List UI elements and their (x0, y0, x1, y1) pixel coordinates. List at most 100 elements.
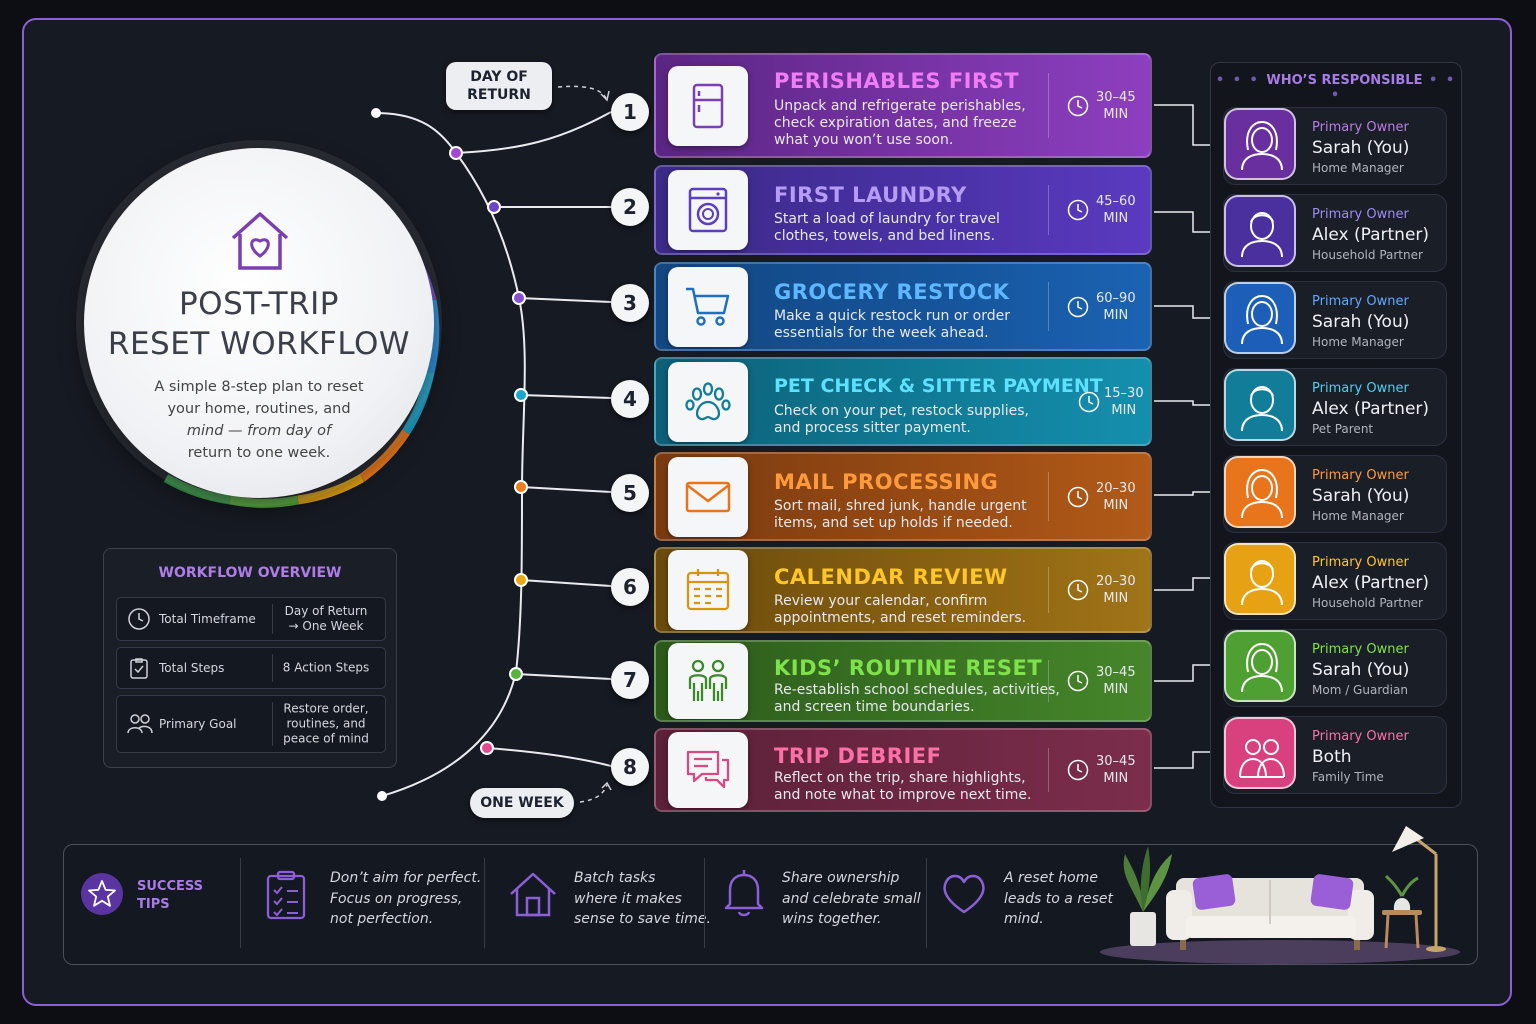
step-title: PERISHABLES FIRST (774, 69, 1020, 93)
step-description: Unpack and refrigerate perishables,check… (774, 98, 1026, 148)
timeline-dot-7 (509, 667, 523, 681)
tip-1: Don’t aim for perfect.Focus on progress,… (330, 870, 482, 927)
overview-row-goal: Primary Goal Restore order,routines, and… (116, 695, 386, 753)
owner-card-2[interactable]: Primary Owner Alex (Partner) Household P… (1223, 194, 1447, 272)
owner-card-5[interactable]: Primary Owner Sarah (You) Home Manager (1223, 455, 1447, 533)
timeline-dot-1 (449, 146, 463, 160)
step-number-4: 4 (611, 380, 649, 418)
owner-card-4[interactable]: Primary Owner Alex (Partner) Pet Parent (1223, 368, 1447, 446)
step-card-kids[interactable]: KIDS’ ROUTINE RESET Re-establish school … (654, 640, 1152, 722)
paw-icon (685, 381, 731, 420)
step-number-7: 7 (611, 661, 649, 699)
avatar-man (1224, 195, 1296, 267)
checklist-icon (266, 870, 306, 920)
clock-icon (1067, 579, 1089, 601)
owner-card-1[interactable]: Primary Owner Sarah (You) Home Manager (1223, 107, 1447, 185)
washer-icon (688, 187, 728, 233)
step-title: CALENDAR REVIEW (774, 565, 1008, 589)
step-number-6: 6 (611, 568, 649, 606)
step-title: GROCERY RESTOCK (774, 280, 1010, 304)
step-number-5: 5 (611, 474, 649, 512)
step-number-8: 8 (611, 748, 649, 786)
avatar-man (1224, 369, 1296, 441)
clock-icon (1067, 759, 1089, 781)
man-icon (1241, 212, 1283, 258)
clock-icon (1078, 391, 1100, 412)
step-card-perishables[interactable]: PERISHABLES FIRST Unpack and refrigerate… (654, 53, 1152, 158)
step-title: MAIL PROCESSING (774, 470, 999, 494)
one-week-tag: ONE WEEK (470, 788, 574, 818)
bell-icon (724, 870, 764, 917)
avatar-woman (1224, 282, 1296, 354)
clock-icon (1067, 296, 1089, 317)
home-icon (510, 872, 556, 917)
timeline-dot-6 (514, 573, 528, 587)
step-number-1: 1 (611, 93, 649, 131)
clock-icon (1067, 95, 1089, 116)
step-card-grocery[interactable]: GROCERY RESTOCK Make a quick restock run… (654, 262, 1152, 351)
step-number-2: 2 (611, 188, 649, 226)
heart-icon (943, 874, 985, 914)
step-card-mail[interactable]: MAIL PROCESSING Sort mail, shred junk, h… (654, 452, 1152, 541)
woman-icon (1241, 120, 1283, 171)
calendar-icon (686, 569, 730, 611)
owner-card-7[interactable]: Primary Owner Sarah (You) Mom / Guardian (1223, 629, 1447, 707)
avatar-woman (1224, 456, 1296, 528)
star-badge-icon (81, 873, 123, 915)
step-card-laundry[interactable]: FIRST LAUNDRY Start a load of laundry fo… (654, 165, 1152, 255)
mail-icon (685, 481, 731, 512)
step-title: FIRST LAUNDRY (774, 183, 967, 207)
hero-circle: POST-TRIP RESET WORKFLOW A simple 8-step… (84, 148, 434, 498)
clock-icon (1067, 486, 1089, 507)
day-of-return-tag: DAY OF RETURN (446, 62, 552, 110)
cart-icon (686, 287, 730, 326)
timeline-dot-3 (512, 291, 526, 305)
step-title: TRIP DEBRIEF (774, 744, 942, 768)
avatar-woman (1224, 630, 1296, 702)
man-icon (1241, 386, 1283, 432)
step-card-debrief[interactable]: TRIP DEBRIEF Reflect on the trip, share … (654, 728, 1152, 812)
home-heart-icon (231, 212, 289, 270)
clock-icon (128, 608, 150, 630)
timeline-dot-8 (480, 741, 494, 755)
step-description: Re-establish school schedules, activitie… (774, 682, 1060, 715)
timeline-dot-2 (487, 200, 501, 214)
step-description: Check on your pet, restock supplies,and … (774, 403, 1029, 436)
hero-description: A simple 8-step plan to reset your home,… (154, 379, 364, 461)
people-icon (127, 714, 153, 734)
avatar-man (1224, 543, 1296, 615)
man-icon (1241, 560, 1283, 606)
owner-card-8[interactable]: Primary Owner Both Family Time (1223, 716, 1447, 794)
chat-icon (686, 750, 730, 789)
overview-row-timeframe: Total Timeframe Day of Return→ One Week (116, 597, 386, 641)
overview-title: WORKFLOW OVERVIEW (158, 565, 342, 581)
fridge-icon (692, 83, 724, 128)
clock-icon (1067, 670, 1089, 692)
couple-icon (1239, 739, 1285, 778)
step-title: KIDS’ ROUTINE RESET (774, 656, 1043, 680)
owner-card-6[interactable]: Primary Owner Alex (Partner) Household P… (1223, 542, 1447, 620)
woman-icon (1241, 642, 1283, 693)
timeline-dot-5 (514, 480, 528, 494)
owner-card-3[interactable]: Primary Owner Sarah (You) Home Manager (1223, 281, 1447, 359)
avatar-woman (1224, 108, 1296, 180)
step-card-calendar[interactable]: CALENDAR REVIEW Review your calendar, co… (654, 547, 1152, 633)
timeline-dot-4 (514, 388, 528, 402)
workflow-overview-panel: WORKFLOW OVERVIEW Total Timeframe Day of… (103, 548, 397, 768)
step-card-pet[interactable]: PET CHECK & SITTER PAYMENT Check on your… (654, 357, 1152, 446)
living-room-illustration (1100, 826, 1460, 964)
